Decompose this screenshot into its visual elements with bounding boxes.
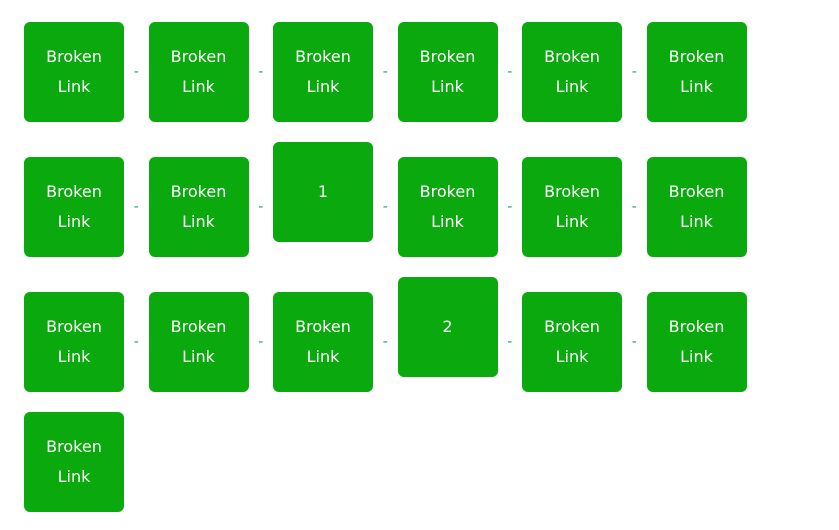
- link-label: Broken Link: [295, 47, 351, 96]
- link-label: 2: [442, 317, 453, 336]
- separator: -: [258, 64, 264, 80]
- separator: -: [382, 334, 388, 350]
- link-label: Broken Link: [419, 47, 476, 96]
- separator: -: [631, 64, 637, 80]
- separator: -: [507, 334, 513, 350]
- link-label: Broken Link: [668, 47, 725, 96]
- separator: -: [631, 199, 637, 215]
- link-label: 1: [317, 182, 329, 201]
- page-link[interactable]: 2: [397, 277, 498, 377]
- link-label: Broken Link: [170, 182, 227, 231]
- broken-link[interactable]: Broken Link: [148, 292, 249, 392]
- broken-link[interactable]: Broken Link: [397, 22, 498, 122]
- link-label: Broken Link: [46, 317, 102, 366]
- link-row: Broken Link - Broken Link - Broken Link - Brok…: [24, 22, 747, 122]
- separator: -: [133, 334, 139, 350]
- link-row: Broken Link - Broken Link - 1 - Broken Link - Br…: [24, 142, 747, 257]
- separator: -: [133, 199, 139, 215]
- broken-link[interactable]: Broken Link: [646, 157, 747, 257]
- separator: -: [507, 64, 513, 80]
- link-label: Broken Link: [419, 182, 476, 231]
- broken-link[interactable]: Broken Link: [646, 22, 747, 122]
- broken-link[interactable]: Broken Link: [148, 157, 249, 257]
- separator: -: [507, 199, 513, 215]
- link-row: Broken Link: [24, 412, 124, 512]
- broken-link[interactable]: Broken Link: [522, 292, 622, 392]
- separator: -: [631, 334, 637, 350]
- broken-link[interactable]: Broken Link: [24, 22, 124, 122]
- link-row: Broken Link - Broken Link - Broken Link - 2 - Br…: [24, 277, 747, 392]
- broken-link[interactable]: Broken Link: [24, 292, 124, 392]
- separator: -: [382, 64, 388, 80]
- link-label: Broken Link: [544, 47, 600, 96]
- link-label: Broken Link: [170, 47, 227, 96]
- separator: -: [382, 199, 388, 215]
- broken-link[interactable]: Broken Link: [397, 157, 498, 257]
- link-label: Broken Link: [46, 47, 102, 96]
- link-label: Broken Link: [668, 182, 725, 231]
- broken-link[interactable]: Broken Link: [522, 22, 622, 122]
- link-label: Broken Link: [295, 317, 351, 366]
- link-label: Broken Link: [668, 317, 725, 366]
- link-label: Broken Link: [544, 317, 600, 366]
- broken-link[interactable]: Broken Link: [522, 157, 622, 257]
- separator: -: [258, 199, 264, 215]
- link-label: Broken Link: [544, 182, 600, 231]
- separator: -: [133, 64, 139, 80]
- separator: -: [258, 334, 264, 350]
- broken-link[interactable]: Broken Link: [24, 412, 124, 512]
- broken-link[interactable]: Broken Link: [24, 157, 124, 257]
- broken-link[interactable]: Broken Link: [148, 22, 249, 122]
- link-label: Broken Link: [46, 182, 102, 231]
- broken-link[interactable]: Broken Link: [273, 292, 373, 392]
- broken-link[interactable]: Broken Link: [646, 292, 747, 392]
- link-label: Broken Link: [170, 317, 227, 366]
- page-link[interactable]: 1: [273, 142, 373, 242]
- link-label: Broken Link: [46, 437, 102, 486]
- broken-link[interactable]: Broken Link: [273, 22, 373, 122]
